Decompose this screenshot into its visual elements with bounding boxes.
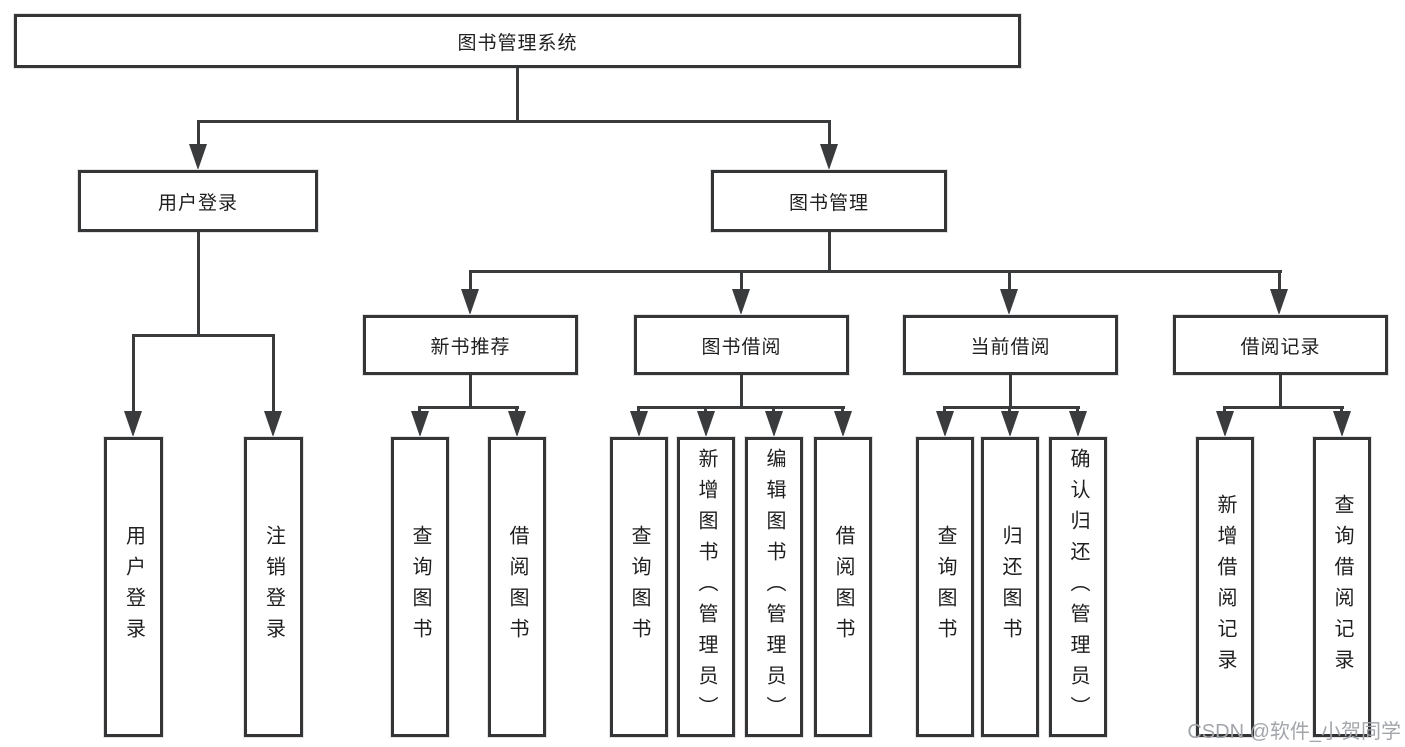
connector-stem (1278, 270, 1281, 291)
connector-stem (704, 406, 707, 412)
arrow-down-icon (508, 411, 526, 437)
leaf-logout: 注销登录 (244, 437, 303, 737)
connector-stem (132, 334, 135, 412)
node-label: 新增借阅记录 (1214, 494, 1236, 680)
arrow-down-icon (264, 411, 282, 437)
connector-l2-bar (469, 270, 1282, 273)
arrow-down-icon (1216, 411, 1234, 437)
connector-stem (1008, 406, 1011, 412)
connector-stem (469, 270, 472, 291)
node-label: 图书借阅 (701, 336, 782, 358)
node-label: 查询借阅记录 (1331, 494, 1353, 680)
connector-trunk-user-login (197, 232, 200, 337)
node-label: 图书管理系统 (457, 32, 578, 54)
connector-trunk (740, 375, 743, 409)
arrow-down-icon (820, 144, 838, 170)
connector-bar (1223, 406, 1344, 409)
arrow-down-icon (1333, 411, 1351, 437)
node-label: 借阅图书 (506, 525, 528, 649)
connector-stem (197, 120, 200, 146)
leaf-query-books-current: 查询图书 (916, 437, 974, 737)
connector-bar (637, 406, 845, 409)
node-label: 查询图书 (409, 525, 431, 649)
arrow-down-icon (1001, 411, 1019, 437)
node-label: 查询图书 (934, 525, 956, 649)
connector-trunk (1009, 375, 1012, 409)
connector-stem (740, 270, 743, 291)
arrow-down-icon (732, 289, 750, 315)
node-book-borrow: 图书借阅 (634, 315, 849, 375)
connector-stem (828, 120, 831, 146)
leaf-borrow-books: 借阅图书 (814, 437, 872, 737)
arrow-down-icon (189, 144, 207, 170)
node-book-management: 图书管理 (711, 170, 947, 232)
node-label: 用户登录 (122, 525, 145, 649)
node-library-system: 图书管理系统 (14, 14, 1021, 68)
connector-bar (418, 406, 519, 409)
connector-trunk-book-management (828, 232, 831, 273)
node-current-borrow: 当前借阅 (903, 315, 1118, 375)
node-label: 用户登录 (157, 192, 238, 214)
connector-stem (1008, 270, 1011, 291)
connector-trunk (1279, 375, 1282, 409)
arrow-down-icon (461, 289, 479, 315)
connector-stem (1340, 406, 1343, 412)
node-new-book-recommend: 新书推荐 (363, 315, 578, 375)
leaf-query-books-recommend: 查询图书 (391, 437, 449, 737)
arrow-down-icon (834, 411, 852, 437)
node-label: 查询图书 (628, 525, 650, 649)
connector-trunk (469, 375, 472, 409)
connector-bar-user-login (132, 334, 275, 337)
arrow-down-icon (124, 411, 142, 437)
connector-stem (1223, 406, 1226, 412)
connector-stem (637, 406, 640, 412)
arrow-down-icon (1270, 289, 1288, 315)
connector-stem (772, 406, 775, 412)
node-label: 当前借阅 (970, 336, 1051, 358)
leaf-return-books: 归还图书 (981, 437, 1039, 737)
node-label: 归还图书 (999, 525, 1021, 649)
connector-l1-bar (197, 120, 831, 123)
arrow-down-icon (1000, 289, 1018, 315)
leaf-borrow-books-recommend: 借阅图书 (488, 437, 546, 737)
arrow-down-icon (411, 411, 429, 437)
arrow-down-icon (765, 411, 783, 437)
connector-stem (841, 406, 844, 412)
leaf-add-books-admin: 新增图书（管理员） (677, 437, 735, 737)
leaf-add-borrow-record: 新增借阅记录 (1196, 437, 1254, 737)
node-label: 借阅图书 (832, 525, 854, 649)
arrow-down-icon (630, 411, 648, 437)
node-label: 图书管理 (788, 192, 869, 214)
node-label: 新增图书（管理员） (695, 447, 717, 727)
arrow-down-icon (1069, 411, 1087, 437)
connector-stem (943, 406, 946, 412)
connector-bar (943, 406, 1080, 409)
leaf-query-borrow-record: 查询借阅记录 (1313, 437, 1371, 737)
leaf-query-books-borrow: 查询图书 (610, 437, 668, 737)
node-label: 确认归还（管理员） (1067, 447, 1089, 727)
arrow-down-icon (697, 411, 715, 437)
leaf-edit-books-admin: 编辑图书（管理员） (745, 437, 803, 737)
node-label: 借阅记录 (1240, 336, 1321, 358)
node-borrow-records: 借阅记录 (1173, 315, 1388, 375)
leaf-confirm-return-admin: 确认归还（管理员） (1049, 437, 1107, 737)
leaf-user-login: 用户登录 (104, 437, 163, 737)
connector-stem (1076, 406, 1079, 412)
connector-stem (515, 406, 518, 412)
node-label: 注销登录 (262, 525, 285, 649)
node-label: 编辑图书（管理员） (763, 447, 785, 727)
arrow-down-icon (936, 411, 954, 437)
node-label: 新书推荐 (430, 336, 511, 358)
node-user-login: 用户登录 (78, 170, 318, 232)
connector-stem (418, 406, 421, 412)
connector-root-trunk (516, 68, 519, 123)
watermark: CSDN @软件_小贺同学 (1187, 721, 1401, 743)
connector-stem (272, 334, 275, 412)
